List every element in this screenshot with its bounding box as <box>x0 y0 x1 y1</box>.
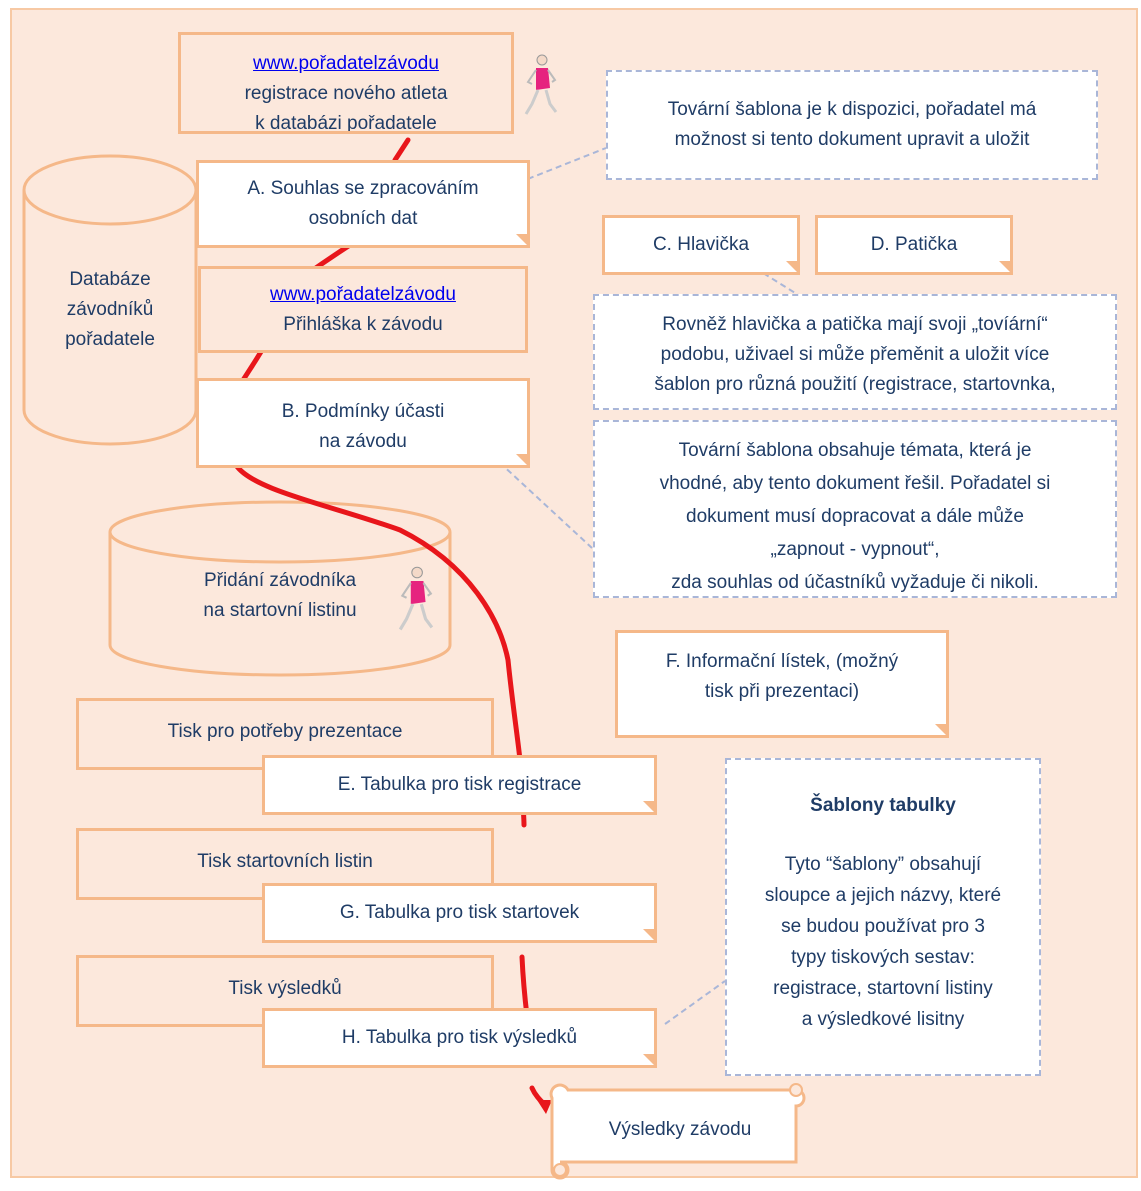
box-registration-table: E. Tabulka pro tisk registrace <box>262 755 657 815</box>
page-fold <box>643 929 657 943</box>
note-header-footer: Rovněž hlavička a patička mají svoji „to… <box>593 294 1117 410</box>
box-footer-label: D. Patička <box>870 234 958 255</box>
page-fold <box>643 801 657 815</box>
race-path <box>233 137 547 1107</box>
results-scroll-shape <box>549 1083 806 1180</box>
note-line: „zapnout - vypnout“, <box>770 539 940 560</box>
box-info-slip-line: tisk při prezentaci) <box>704 681 860 702</box>
registration-box: www.pořadatelzávodu registrace nového at… <box>178 32 514 134</box>
note-line: dokument musí dopracovat a dále může <box>686 506 1024 527</box>
results-scroll-label: Výsledky závodu <box>608 1119 752 1140</box>
box-consent: A. Souhlas se zpracováním osobních dat <box>196 160 530 248</box>
note-line: Tyto “šablony” obsahují <box>784 854 982 875</box>
application-box-line: Přihláška k závodu <box>283 313 443 335</box>
box-conditions-line: B. Podmínky účasti <box>281 401 445 422</box>
page-fold <box>643 1054 657 1068</box>
database-cylinder <box>22 154 198 446</box>
box-conditions: B. Podmínky účasti na závodu <box>196 378 530 468</box>
note-line: možnost si tento dokument upravit a ulož… <box>674 129 1030 150</box>
note-line: vhodné, aby tento dokument řešil. Pořada… <box>659 473 1051 494</box>
box-results-table: H. Tabulka pro tisk výsledků <box>262 1008 657 1068</box>
print-results-label: Tisk výsledků <box>228 978 342 999</box>
note-conditions: Tovární šablona obsahuje témata, která j… <box>593 420 1117 598</box>
note-line: sloupce a jejich názvy, které <box>764 885 1002 906</box>
note-line: typy tiskových sestav: <box>791 947 975 968</box>
box-info-slip-line: F. Informační lístek, (možný <box>665 651 899 672</box>
box-consent-line: A. Souhlas se zpracováním <box>247 178 479 199</box>
box-start-table: G. Tabulka pro tisk startovek <box>262 883 657 943</box>
database-label-line: pořadatele <box>65 329 155 350</box>
note-line: zda souhlas od účastníků vyžaduje či nik… <box>671 572 1039 593</box>
start-list-label-line: Přidání závodníka <box>203 570 357 591</box>
note-line: Tovární šablona je k dispozici, pořadate… <box>667 99 1037 120</box>
start-list-label: Přidání závodníka na startovní listinu <box>160 566 400 626</box>
note-line: se budou používat pro 3 <box>781 916 985 937</box>
note-line: Tovární šablona obsahuje témata, která j… <box>678 440 1032 461</box>
box-header-label: C. Hlavička <box>652 234 750 255</box>
note-line: registrace, startovní listiny <box>773 978 993 999</box>
start-list-label-line: na startovní listinu <box>203 600 357 621</box>
box-results-table-label: H. Tabulka pro tisk výsledků <box>341 1027 578 1048</box>
connector-line <box>664 980 726 1025</box>
page-fold <box>999 261 1013 275</box>
note-line: a výsledkové lisitny <box>801 1009 965 1030</box>
race-path-arrowhead <box>537 1100 552 1114</box>
page-fold <box>786 261 800 275</box>
box-header: C. Hlavička <box>602 215 800 275</box>
runner-icon <box>398 566 434 631</box>
registration-url-link[interactable]: www.pořadatelzávodu <box>253 53 439 74</box>
page-fold <box>516 454 530 468</box>
box-footer: D. Patička <box>815 215 1013 275</box>
box-registration-table-label: E. Tabulka pro tisk registrace <box>337 774 582 795</box>
note-title: Šablony tabulky <box>810 795 956 816</box>
page-fold <box>935 724 949 738</box>
print-start-lists-label: Tisk startovních listin <box>197 851 373 872</box>
box-conditions-line: na závodu <box>319 431 407 452</box>
registration-box-line: registrace nového atleta <box>244 83 448 104</box>
box-info-slip: F. Informační lístek, (možný tisk při pr… <box>615 630 949 738</box>
note-line: Rovněž hlavička a patička mají svoji „to… <box>662 314 1048 335</box>
note-factory-template: Tovární šablona je k dispozici, pořadate… <box>606 70 1098 180</box>
application-box: www.pořadatelzávodu Přihláška k závodu <box>198 266 528 353</box>
note-table-templates: Šablony tabulky Tyto “šablony” obsahují … <box>725 758 1041 1076</box>
application-url-link[interactable]: www.pořadatelzávodu <box>270 283 456 305</box>
print-presentation-label: Tisk pro potřeby prezentace <box>167 721 403 742</box>
box-start-table-label: G. Tabulka pro tisk startovek <box>339 902 580 923</box>
database-label: Databáze závodníků pořadatele <box>40 265 180 355</box>
connector-line <box>499 147 607 191</box>
note-line: podobu, uživael si může přeměnit a uloži… <box>660 344 1050 365</box>
database-label-line: závodníků <box>66 299 154 320</box>
note-line: šablon pro různá použití (registrace, st… <box>654 374 1056 395</box>
runner-icon <box>524 54 558 115</box>
box-consent-line: osobních dat <box>308 208 418 229</box>
database-label-line: Databáze <box>69 269 151 290</box>
registration-box-line: k databázi pořadatele <box>255 113 437 134</box>
page-fold <box>516 234 530 248</box>
connector-line <box>754 267 801 297</box>
